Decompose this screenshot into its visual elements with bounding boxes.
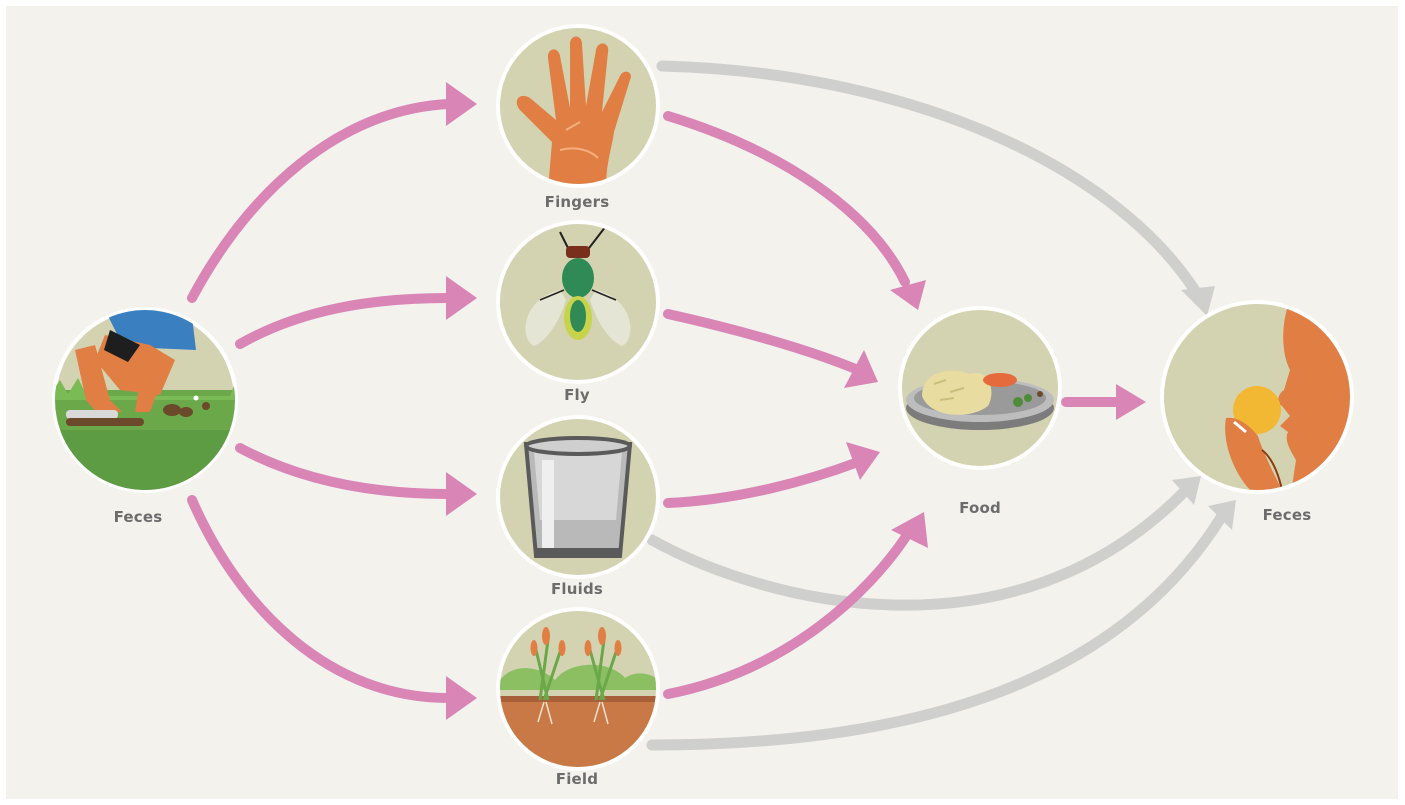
node-fly (496, 220, 660, 384)
arrow-field-to-host (652, 516, 1222, 745)
arrow-fingers-to-food (668, 116, 905, 282)
arrow-feces-to-fly (240, 298, 448, 344)
node-fingers (496, 24, 660, 190)
node-host (1160, 300, 1360, 500)
label-fly: Fly (564, 386, 590, 404)
cup-icon (526, 438, 630, 557)
label-food: Food (959, 499, 1001, 517)
arrow-fingers-to-host (662, 66, 1196, 292)
node-fluids (496, 415, 660, 579)
node-field (495, 607, 670, 780)
arrow-food-to-host-head (1116, 384, 1146, 420)
arrow-feces-to-fingers-head (446, 82, 477, 126)
arrow-fluids-to-food (668, 462, 858, 503)
label-fluids: Fluids (551, 580, 603, 598)
arrow-feces-to-field (192, 500, 448, 698)
label-host: Feces (1263, 506, 1312, 524)
node-source (40, 300, 260, 510)
person-squatting-icon (40, 300, 260, 510)
label-source: Feces (114, 508, 163, 526)
label-field: Field (556, 770, 598, 788)
arrow-feces-to-fingers (192, 104, 448, 298)
label-fingers: Fingers (545, 193, 610, 211)
arrow-feces-to-fly-head (446, 276, 477, 320)
arrow-feces-to-fluids (240, 448, 448, 494)
arrow-fly-to-food (668, 314, 858, 370)
arrow-fluids-to-host (652, 490, 1186, 605)
arrow-feces-to-fluids-head (446, 472, 477, 516)
arrow-feces-to-field-head (446, 676, 477, 720)
arrow-fingers-to-host-head (1181, 286, 1215, 316)
node-food (898, 306, 1062, 470)
